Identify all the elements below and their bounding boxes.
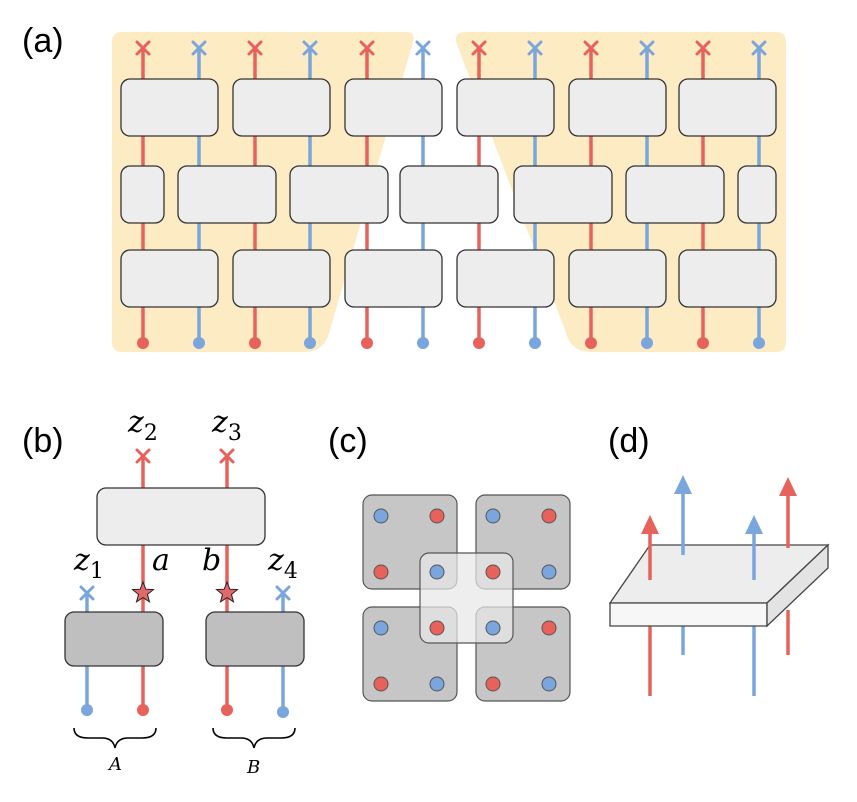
dot-icon <box>429 564 445 580</box>
label-z3: z3 <box>211 405 242 446</box>
panel-d-label: (d) <box>608 422 650 460</box>
brace-A <box>73 727 157 749</box>
dot-icon <box>529 337 541 349</box>
dot-icon <box>429 620 445 636</box>
dot-icon <box>485 620 501 636</box>
gate <box>232 249 331 308</box>
gate <box>513 165 613 224</box>
label-a: a <box>152 543 170 578</box>
gate <box>177 165 277 224</box>
dot-icon <box>429 676 445 692</box>
panel-b: (b) z2 z3 z1 z4 <box>22 405 305 778</box>
dot-icon <box>373 676 389 692</box>
label-z2: z2 <box>127 405 158 446</box>
label-B: B <box>246 757 260 778</box>
gate <box>456 249 555 308</box>
arrow-up-icon <box>779 477 797 496</box>
arrow-up-icon <box>745 515 763 534</box>
dot-icon <box>541 508 557 524</box>
qubit-dots <box>373 508 557 692</box>
dot-icon <box>373 508 389 524</box>
label-z4: z4 <box>267 543 298 584</box>
dot-icon <box>221 704 233 716</box>
label-b: b <box>202 543 221 578</box>
gate <box>399 165 499 224</box>
gate-a-dark <box>64 611 164 667</box>
bottom-dot-markers <box>137 337 765 349</box>
dot-icon <box>473 337 485 349</box>
gate-b-dark <box>205 611 305 667</box>
gate <box>120 249 219 308</box>
gate-layer-top <box>120 78 777 137</box>
gate <box>344 78 443 137</box>
panel-d: (d) <box>608 422 830 696</box>
panel-c-label: (c) <box>328 422 368 460</box>
dot-icon <box>249 337 261 349</box>
label-A: A <box>107 754 122 775</box>
gate <box>344 249 443 308</box>
top-gate <box>96 487 266 546</box>
dot-icon <box>137 704 149 716</box>
panel-b-label: (b) <box>22 422 64 460</box>
dot-icon <box>81 704 93 716</box>
gate <box>625 165 725 224</box>
star-icon <box>215 580 239 604</box>
gate <box>737 165 777 224</box>
dot-icon <box>541 676 557 692</box>
arrow-up-icon <box>674 475 692 494</box>
dot-icon <box>373 564 389 580</box>
panel-c: (c) <box>328 422 571 702</box>
star-icon <box>131 580 155 604</box>
gate <box>456 78 555 137</box>
dot-icon <box>585 337 597 349</box>
panel-a-label: (a) <box>22 22 64 60</box>
dot-icon <box>753 337 765 349</box>
dot-icon <box>485 676 501 692</box>
dot-icon <box>417 337 429 349</box>
dot-icon <box>641 337 653 349</box>
dot-icon <box>429 508 445 524</box>
arrow-up-icon <box>641 515 659 534</box>
gate <box>678 78 777 137</box>
dot-icon <box>137 337 149 349</box>
panel-a: (a) <box>22 22 786 352</box>
gate <box>232 78 331 137</box>
gate <box>289 165 389 224</box>
dot-icon <box>697 337 709 349</box>
dot-icon <box>373 620 389 636</box>
slab-front <box>609 602 768 627</box>
dot-icon <box>541 564 557 580</box>
dot-icon <box>193 337 205 349</box>
slab-side <box>766 543 829 628</box>
gate-layer-bottom <box>120 249 777 308</box>
dot-icon <box>304 337 316 349</box>
label-z1: z1 <box>73 543 104 584</box>
gate <box>568 78 667 137</box>
dot-icon <box>277 706 289 718</box>
dot-icon <box>541 620 557 636</box>
dot-icon <box>485 508 501 524</box>
gate-layer-middle <box>120 165 777 224</box>
dot-icon <box>485 564 501 580</box>
brace-B <box>212 727 296 749</box>
gate <box>678 249 777 308</box>
gate <box>120 165 165 224</box>
gate <box>120 78 219 137</box>
dot-icon <box>361 337 373 349</box>
gate <box>568 249 667 308</box>
